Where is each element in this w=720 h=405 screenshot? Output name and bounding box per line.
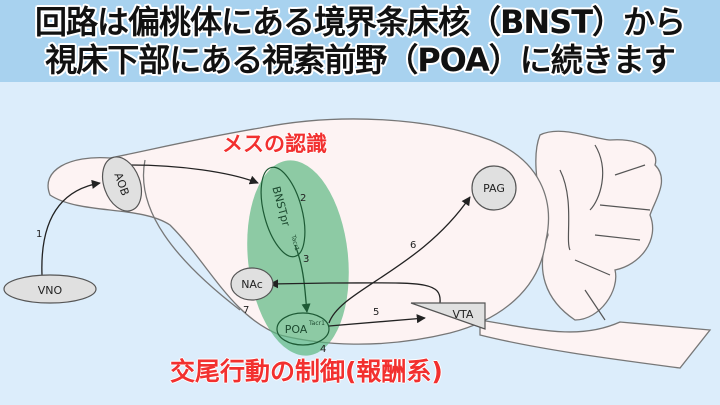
brain-outline (47, 118, 712, 369)
edge-label-5: 5 (373, 307, 379, 318)
node-pag (471, 165, 517, 211)
label-pag: PAG (483, 182, 505, 195)
label-vta: VTA (453, 308, 474, 321)
edge-label-3: 3 (303, 254, 309, 265)
edge-3 (294, 244, 311, 313)
edge-label-7: 7 (243, 305, 249, 316)
edge-6 (328, 196, 471, 324)
node-nac (230, 267, 274, 301)
node-bnst (260, 166, 306, 258)
label-nac: NAc (241, 278, 263, 291)
node-aob (101, 156, 143, 212)
edge-label-4: 4 (320, 344, 326, 355)
label-poa-sup: Tacr1 (308, 320, 325, 327)
edge-label-1: 1 (36, 229, 42, 240)
annotation-female-recognition: メスの認識 (222, 132, 327, 156)
label-vno: VNO (38, 284, 63, 297)
label-poa: POA (285, 323, 308, 336)
edge-label-6: 6 (410, 240, 416, 251)
edge-label-2: 2 (300, 193, 306, 204)
title-line-2: 視床下部にある視索前野（POA）に続きます (45, 41, 676, 79)
highlight-region (247, 160, 349, 356)
brainstem-shape (479, 319, 712, 369)
title-line-1: 回路は偏桃体にある境界条床核（BNST）から (34, 3, 686, 41)
annotation-mating-control: 交尾行動の制御(報酬系) (170, 357, 443, 386)
node-vta (410, 302, 486, 330)
title-banner: 回路は偏桃体にある境界条床核（BNST）から 視床下部にある視索前野（POA）に… (0, 0, 720, 82)
edge-aob-bnst (129, 164, 259, 185)
edge-1 (41, 179, 101, 276)
node-vno (3, 274, 97, 304)
edge-5 (328, 314, 426, 327)
olfactory-border (142, 159, 241, 311)
node-poa (276, 312, 330, 346)
label-bnst-sup: Tacr1 (289, 233, 300, 251)
cerebellum-shape (535, 130, 662, 321)
edge-7 (269, 279, 441, 304)
